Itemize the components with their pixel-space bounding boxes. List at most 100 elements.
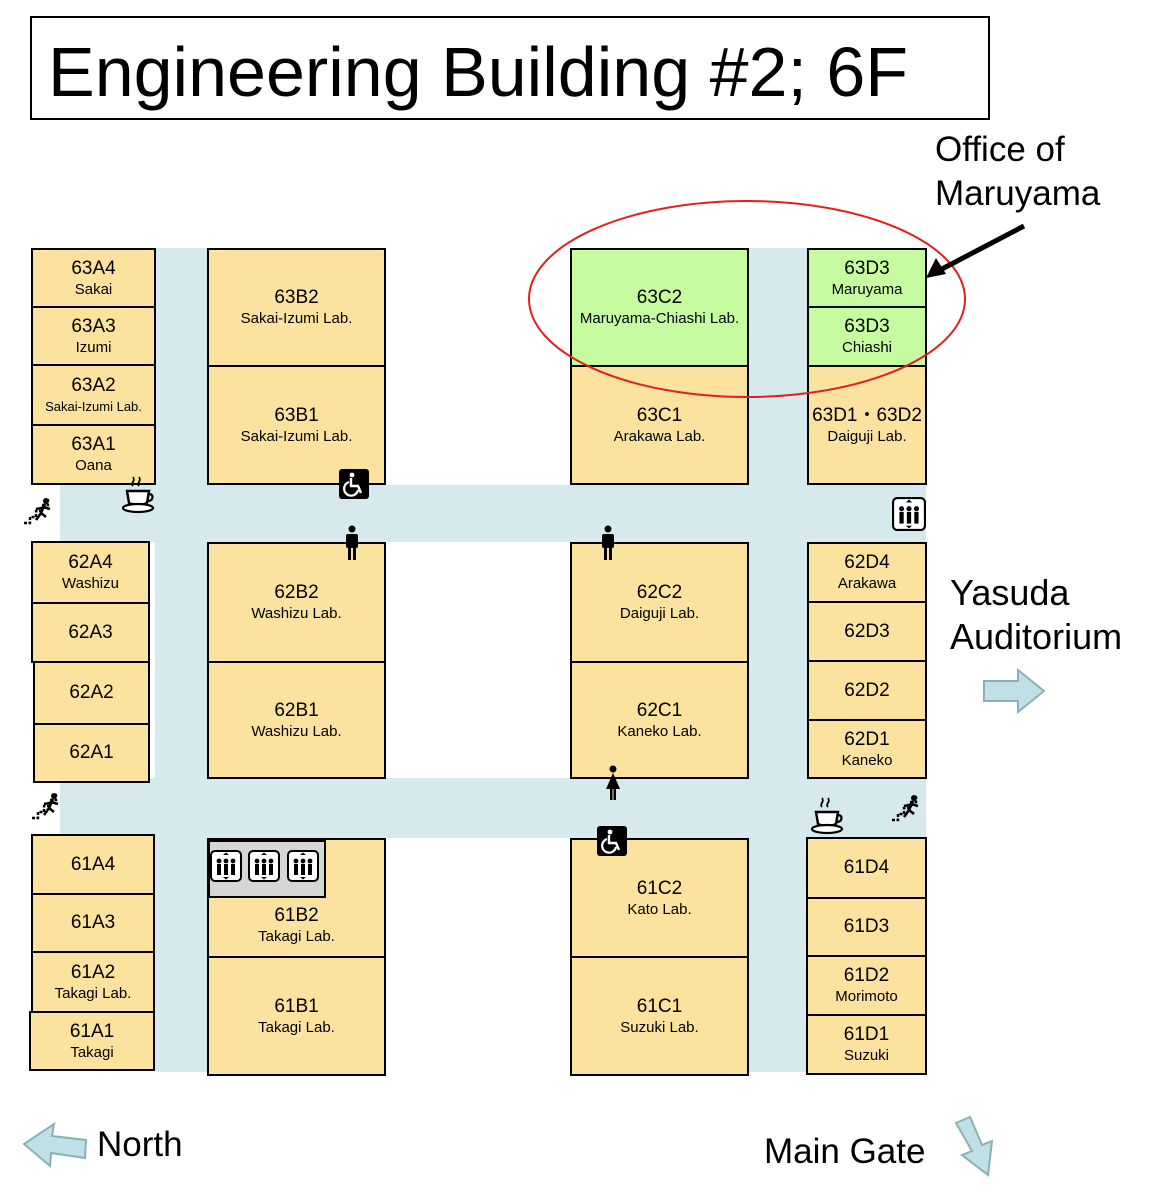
room-occupant: Takagi Lab.	[258, 1018, 335, 1036]
room-code: 62C1	[636, 699, 683, 721]
room-code: 63B2	[274, 287, 319, 308]
room-occupant: Washizu Lab.	[251, 722, 342, 740]
room-code: 62A2	[69, 682, 114, 703]
room-code: 62B2	[274, 582, 319, 603]
callout-ellipse	[528, 200, 966, 398]
title-box: Engineering Building #2; 6F	[30, 16, 990, 120]
room-62D2[interactable]: 62D2	[807, 660, 927, 721]
room-code: 63C2	[636, 287, 683, 308]
room-occupant: Takagi Lab.	[54, 984, 132, 1002]
room-code: 61D2	[843, 965, 890, 986]
room-61D3[interactable]: 61D3	[806, 897, 927, 957]
room-occupant: Sakai	[74, 280, 113, 298]
room-61A3[interactable]: 61A3	[31, 893, 155, 953]
room-code: 63D1・63D2	[812, 404, 922, 426]
room-code: 61A1	[69, 1020, 115, 1042]
coffee-icon	[811, 797, 844, 835]
room-62D3[interactable]: 62D3	[807, 601, 927, 662]
wheelchair-icon	[339, 469, 369, 499]
room-code: 61D1	[843, 1024, 890, 1045]
room-occupant: Suzuki Lab.	[620, 1018, 699, 1036]
main-gate-label: Main Gate	[764, 1132, 926, 1171]
room-code: 61A2	[70, 961, 116, 983]
room-code: 63D3	[844, 257, 890, 279]
wheelchair-icon	[597, 826, 627, 856]
room-code: 63D3	[844, 316, 890, 337]
callout-line2: Maruyama	[935, 174, 1101, 213]
room-62A3[interactable]: 62A3	[31, 602, 150, 663]
coffee-icon	[122, 476, 155, 514]
corridor-c-d	[748, 248, 807, 1072]
room-occupant: Takagi	[70, 1043, 114, 1061]
stairs-icon	[32, 793, 59, 820]
room-code: 61D3	[843, 916, 890, 937]
yasuda-label-line2: Auditorium	[950, 616, 1123, 657]
corridor-north-cross	[60, 485, 926, 542]
room-code: 62D1	[844, 728, 890, 750]
room-occupant: Morimoto	[835, 988, 898, 1005]
room-occupant: Izumi	[75, 338, 112, 356]
room-occupant: Kaneko Lab.	[617, 722, 702, 740]
room-occupant: Maruyama-Chiashi Lab.	[579, 310, 740, 327]
elevator-icon	[287, 850, 319, 882]
room-code: 63C1	[636, 404, 683, 426]
room-code: 62A3	[68, 621, 113, 643]
room-occupant: Suzuki	[843, 1047, 890, 1064]
page-title: Engineering Building #2; 6F	[48, 33, 909, 111]
elevator-icon	[248, 850, 280, 882]
room-code: 62A1	[69, 742, 114, 763]
room-occupant: Washizu Lab.	[251, 605, 342, 622]
yasuda-label-line1: Yasuda	[950, 572, 1070, 613]
elevator-icon	[892, 497, 926, 531]
room-occupant: Washizu	[62, 575, 119, 592]
room-code: 61C1	[636, 995, 683, 1017]
restroom-icon	[602, 525, 614, 560]
room-occupant: Sakai-Izumi Lab.	[45, 398, 142, 414]
room-occupant: Daiguji Lab.	[619, 605, 700, 622]
room-code: 63A3	[71, 315, 116, 337]
restroom-icon	[346, 525, 358, 560]
room-code: 63A1	[71, 434, 116, 455]
room-occupant: Sakai-Izumi Lab.	[240, 427, 353, 445]
stairs-icon	[892, 795, 919, 822]
room-62A1[interactable]: 62A1	[33, 723, 150, 783]
room-code: 63A4	[71, 257, 116, 279]
arrow-left-icon	[22, 1121, 88, 1168]
room-code: 62B1	[274, 699, 319, 721]
room-62A2[interactable]: 62A2	[33, 661, 150, 725]
room-61D4[interactable]: 61D4	[806, 837, 927, 899]
corridor-a-b	[155, 248, 207, 1072]
room-occupant: Maruyama	[831, 280, 903, 298]
room-occupant: Sakai-Izumi Lab.	[240, 310, 353, 327]
elevator-icon	[210, 850, 242, 882]
north-label: North	[97, 1125, 183, 1164]
room-61A4[interactable]: 61A4	[31, 834, 155, 895]
room-code: 61A3	[70, 912, 116, 933]
arrow-down-icon	[954, 1115, 994, 1177]
arrow-right-icon	[983, 668, 1046, 714]
